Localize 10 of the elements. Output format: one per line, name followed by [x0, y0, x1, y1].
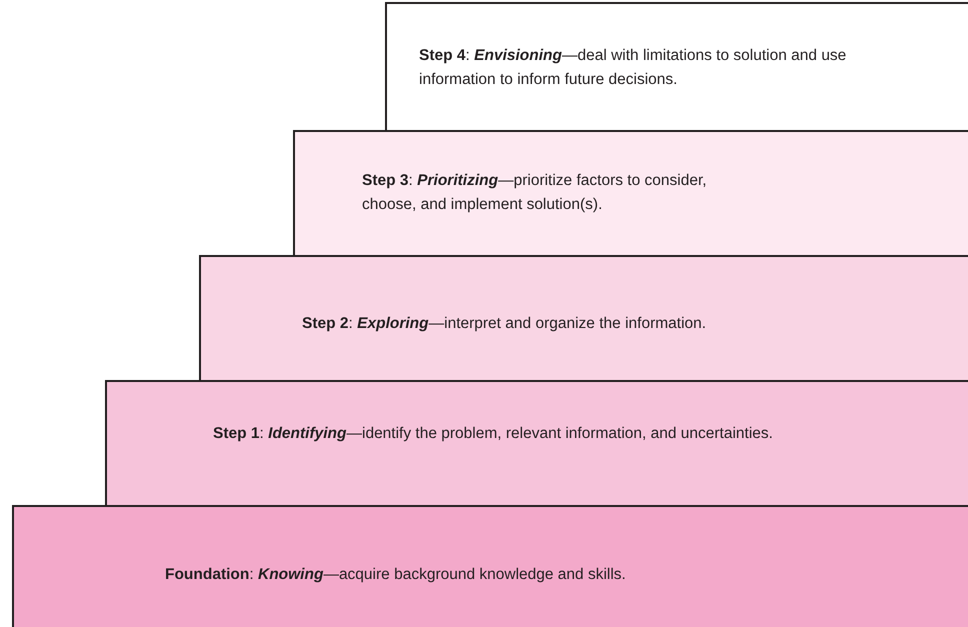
step-box: [105, 380, 968, 507]
step-box: [12, 505, 968, 627]
step-box: [293, 130, 968, 257]
step-description: Foundation: Knowing—acquire background knowledge and skills.: [165, 565, 627, 585]
step-description: Step 3: Prioritizing—prioritize factors to consider, choose, and implement solution(s).: [362, 171, 708, 215]
step-box: [385, 2, 968, 132]
step-description: Step 4: Envisioning—deal with limitations to solution and use information to inform future decisions.: [419, 46, 848, 90]
step-description: Step 2: Exploring—interpret and organize the information.: [302, 314, 708, 334]
step-description: Step 1: Identifying—identify the problem, relevant information, and uncertainties.: [213, 424, 773, 444]
step-box: [199, 255, 968, 382]
